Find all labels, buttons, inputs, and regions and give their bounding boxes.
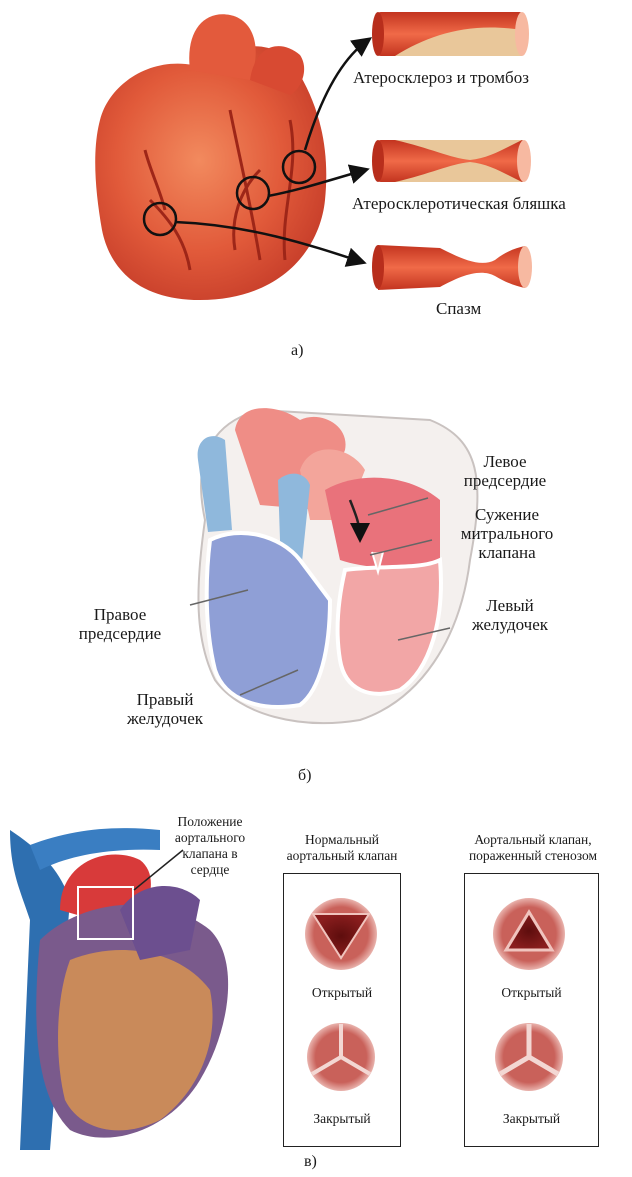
label-normal-valve-title: Нормальный аортальный клапан (272, 832, 412, 864)
label-normal-closed: Закрытый (283, 1111, 401, 1127)
label-stenotic-open: Открытый (464, 985, 599, 1001)
label-normal-open: Открытый (283, 985, 401, 1001)
panel-v-letter: в) (304, 1153, 317, 1171)
label-stenotic-closed: Закрытый (464, 1111, 599, 1127)
label-valve-position: Положение аортального клапана в сердце (150, 814, 270, 878)
normal-valve-box (283, 873, 401, 1147)
heart-muscle-front (58, 950, 213, 1130)
stenotic-valve-box (464, 873, 599, 1147)
label-stenosis-valve-title: Аортальный клапан, пораженный стенозом (448, 832, 618, 864)
